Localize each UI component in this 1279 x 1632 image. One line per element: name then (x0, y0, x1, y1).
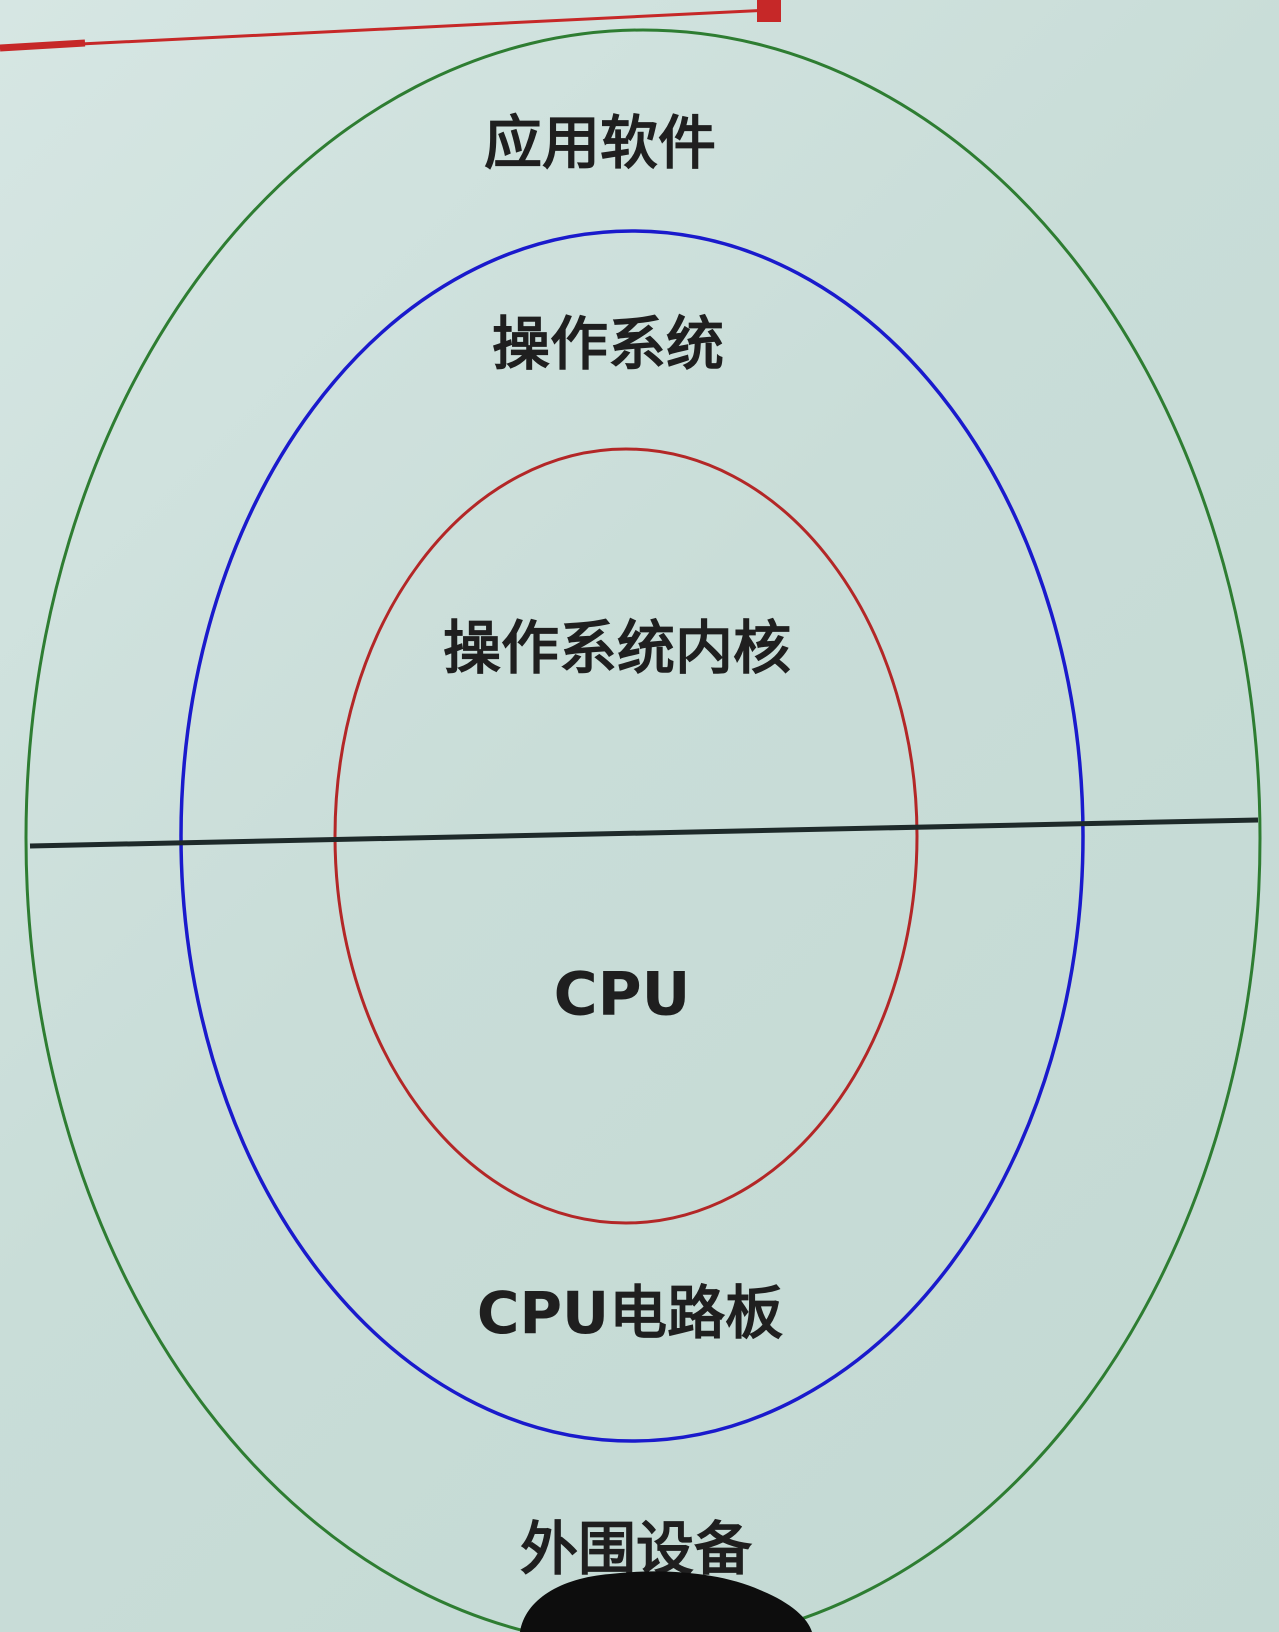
label-application-software: 应用软件 (484, 109, 716, 177)
pointer-marker (757, 0, 781, 22)
top-pointer (0, 0, 781, 52)
label-cpu-circuit-board: CPU电路板 (477, 1279, 783, 1347)
middle-ring (179, 229, 1085, 1443)
label-cpu: CPU (554, 960, 691, 1030)
label-os-kernel: 操作系统内核 (443, 614, 791, 682)
divider-line (29, 817, 1259, 849)
label-operating-system: 操作系统 (492, 310, 724, 378)
inner-ring (333, 447, 919, 1225)
foreground-occlusion (520, 1571, 812, 1632)
pointer-line-thick-end (0, 39, 86, 52)
pointer-line (0, 8, 771, 50)
label-peripheral-devices: 外围设备 (520, 1515, 753, 1583)
outer-ring (24, 28, 1262, 1632)
